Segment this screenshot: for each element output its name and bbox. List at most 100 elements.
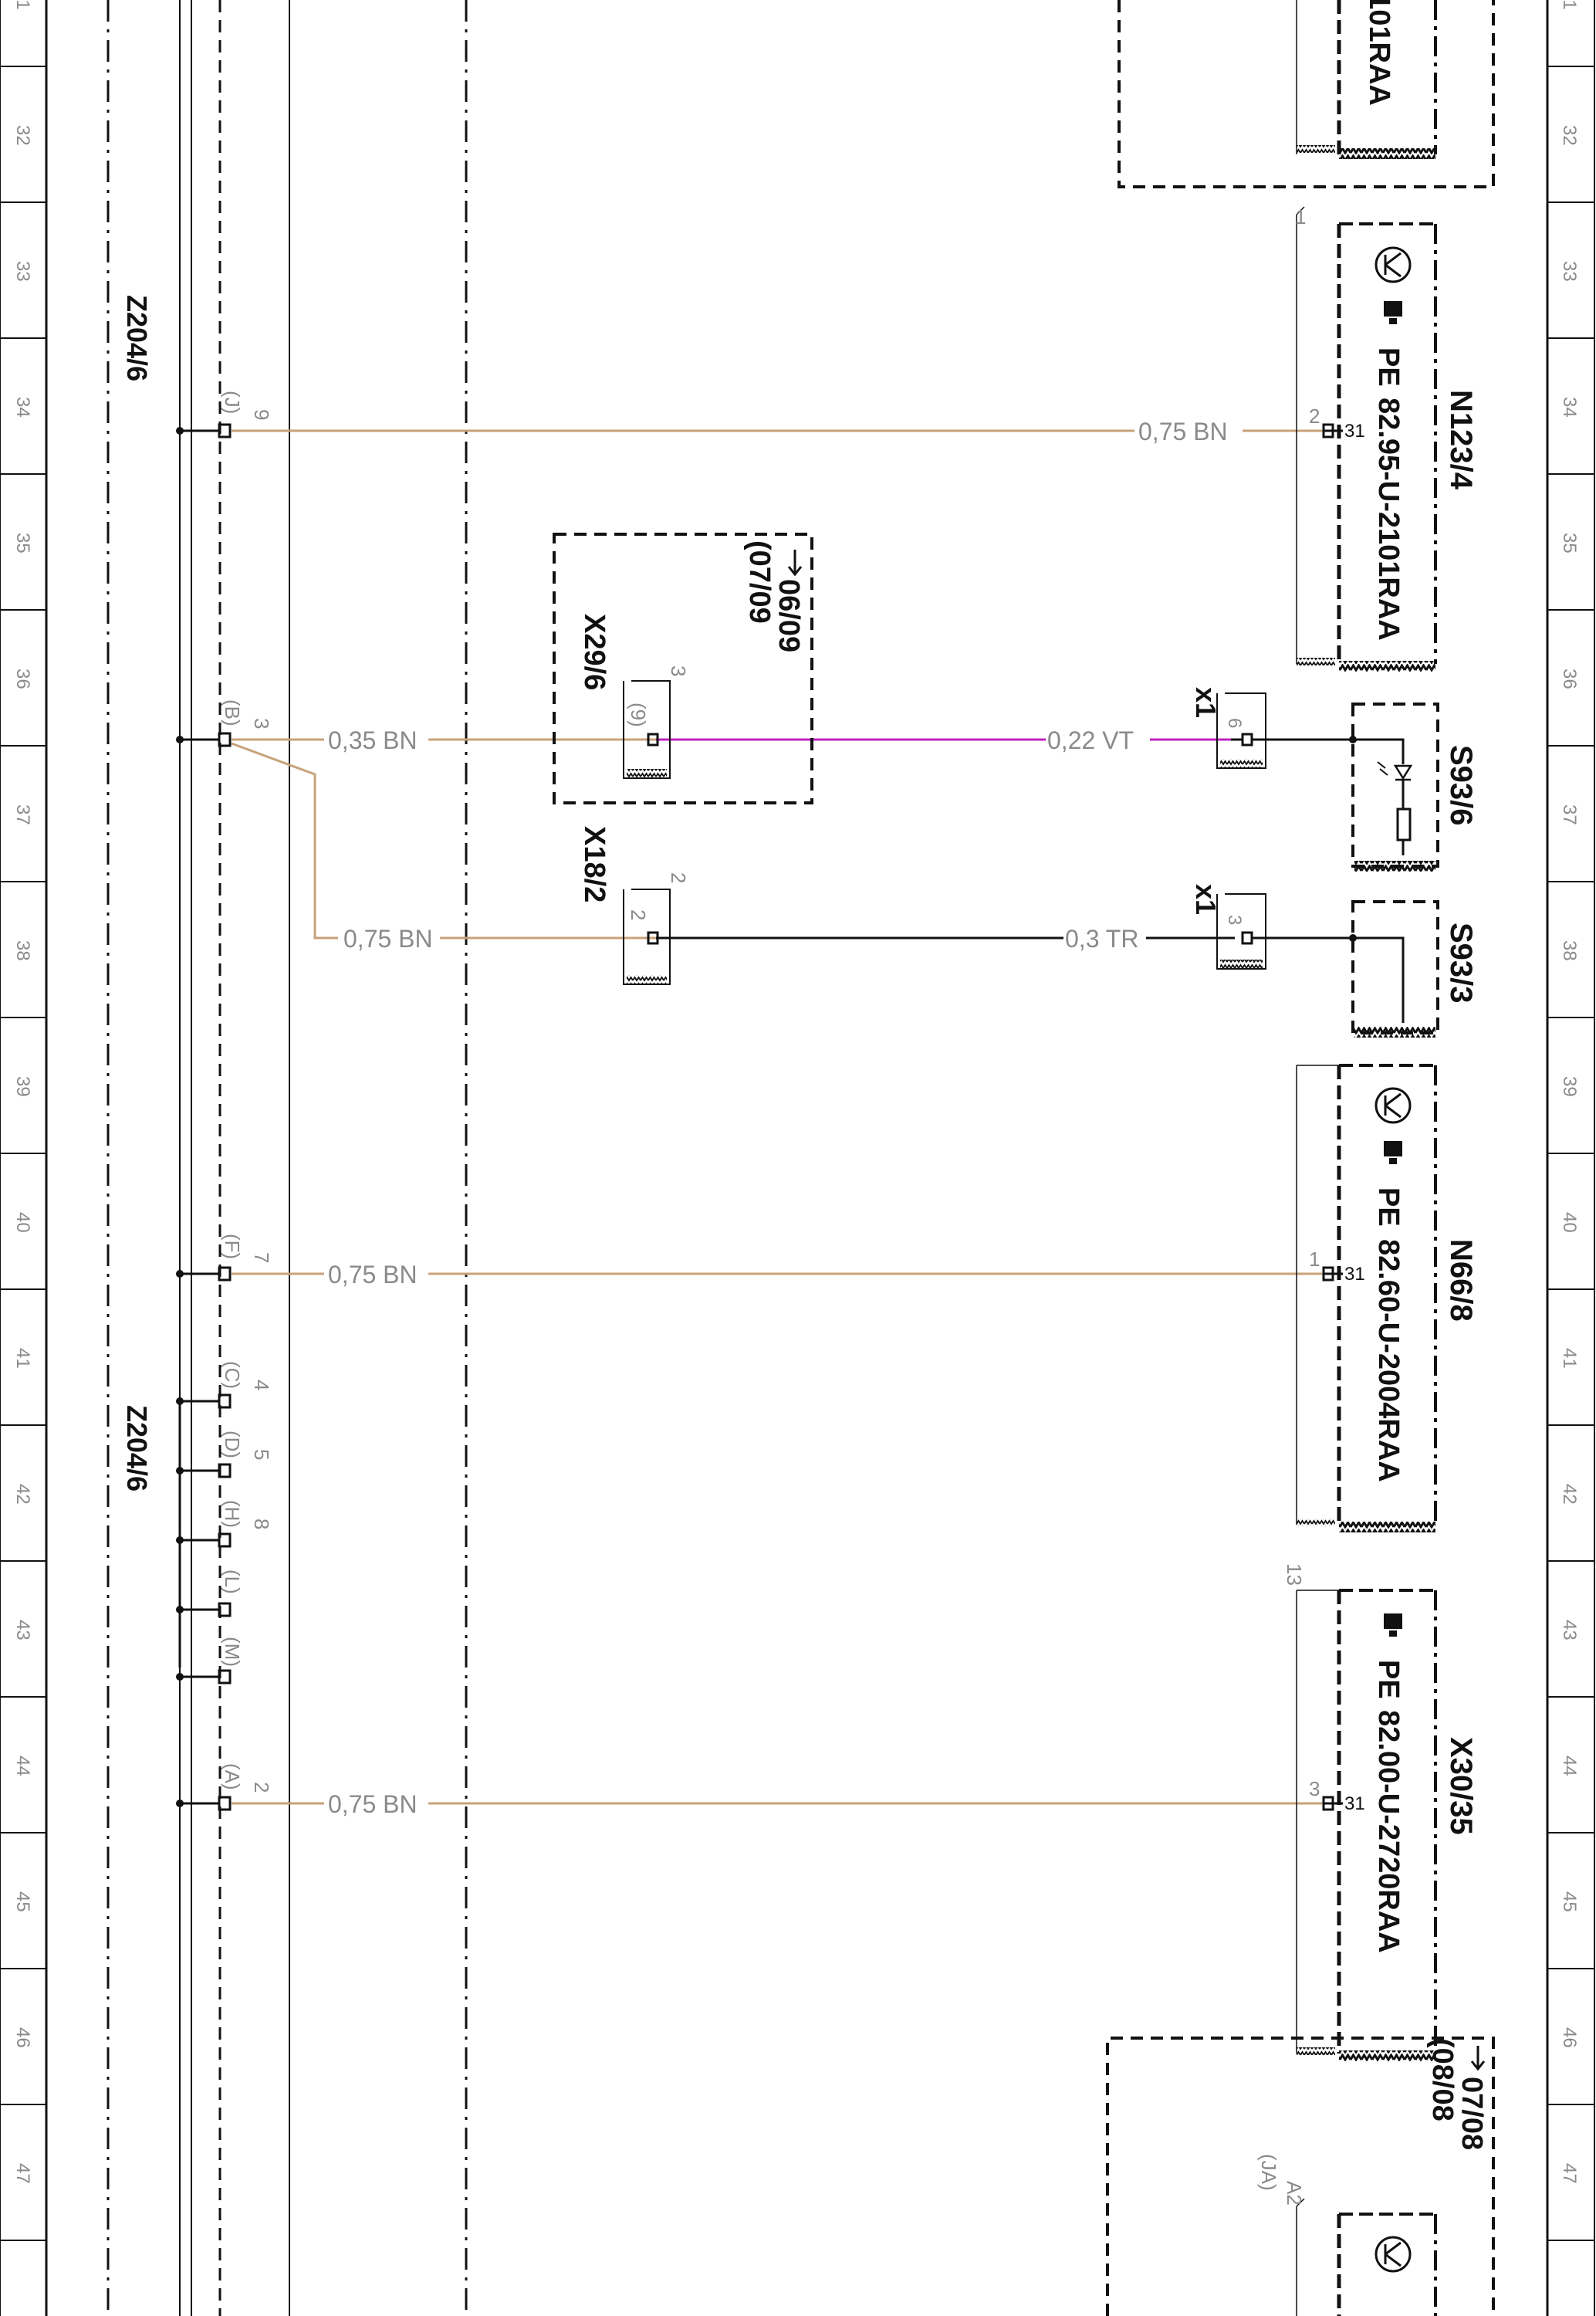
s93-3-id: S93/3: [1444, 923, 1478, 1004]
s93-3-pin: 3: [1224, 915, 1245, 925]
s93-3-conn: x1: [1190, 884, 1222, 915]
row-number-left: 43: [12, 1620, 33, 1640]
x30-pe: PE: [1372, 1660, 1405, 1699]
hand-icon: [1384, 301, 1402, 324]
row-number-right: 42: [1559, 1484, 1580, 1505]
ground-pins: (J)9(B)3(F)7(C)4(D)5(H)8(L)(M)(A)2: [176, 391, 273, 1811]
row-number-right: 38: [1559, 940, 1580, 961]
wire-label-b-left: 0,35 BN: [328, 726, 418, 754]
row-number-right: 41: [1559, 1348, 1580, 1369]
x18-pin-in: 2: [627, 909, 650, 920]
n66-ref: 82.60-U-2004RAA: [1372, 1239, 1405, 1482]
x29-pin-in: (9): [627, 703, 650, 727]
row-number-left: 40: [12, 1212, 33, 1233]
n66-id: N66/8: [1444, 1239, 1478, 1322]
ground-pin: (F)7: [176, 1234, 273, 1282]
n66-pin-side: 1: [1309, 1248, 1320, 1271]
ground-pin-number: 8: [250, 1519, 273, 1529]
wire-label-tr: 0,3 TR: [1065, 925, 1138, 953]
component-x30: [1296, 1589, 1437, 2061]
x18-id: X18/2: [578, 826, 610, 902]
s93-6-id: S93/6: [1444, 745, 1478, 826]
row-strip-right: 3132333435363738394041424344454647: [1546, 0, 1595, 2316]
row-number-left: 37: [12, 804, 33, 825]
row-number-right: 39: [1559, 1076, 1580, 1097]
n123-pe: PE: [1372, 347, 1405, 387]
n123-id: N123/4: [1444, 390, 1478, 490]
x18-pin-top: 2: [667, 872, 690, 883]
ground-pin: (J) 9: [176, 391, 273, 438]
row-number-left: 31: [12, 0, 33, 10]
ground-pin-code: (B): [221, 699, 244, 726]
wire-b-down: [231, 742, 656, 940]
ground-pin: (L): [176, 1569, 244, 1617]
bottom-box-pin-b: (JA): [1257, 2154, 1280, 2191]
ground-pin-code: (F): [221, 1234, 244, 1259]
arrow-down-icon: [1470, 2046, 1486, 2071]
row-number-right: 44: [1559, 1756, 1580, 1776]
ground-pin: (A) 2: [176, 1763, 273, 1811]
component-bottom-box: [1106, 2037, 1495, 2316]
wire-label-n66: 0,75 BN: [328, 1261, 418, 1288]
row-number-left: 41: [12, 1348, 33, 1369]
row-number-right: 33: [1559, 261, 1580, 282]
row-number-left: 44: [12, 1756, 33, 1776]
transistor-icon: [1375, 2236, 1412, 2273]
n66-pin-in: 31: [1344, 1264, 1365, 1285]
ground-pin-code: (A): [221, 1763, 244, 1790]
component-x18: [623, 889, 671, 985]
row-number-right: 46: [1559, 2027, 1580, 2048]
row-number-right: 31: [1559, 0, 1580, 10]
ground-pin-code: (J): [221, 391, 244, 414]
n123-pin-side: 2: [1309, 405, 1320, 428]
transistor-icon: [1375, 246, 1412, 283]
hand-icon: [1384, 1613, 1402, 1637]
row-number-left: 38: [12, 940, 33, 961]
row-number-right: 40: [1559, 1212, 1580, 1233]
ground-pin-number: 2: [250, 1782, 273, 1793]
row-number-left: 42: [12, 1484, 33, 1505]
row-number-right: 34: [1559, 397, 1580, 418]
row-number-right: 47: [1559, 2163, 1580, 2184]
x29-ref2: (07/09: [743, 540, 776, 624]
top-partial-ref: 2101RAA: [1363, 0, 1395, 106]
s93-6-pin: 6: [1224, 718, 1245, 728]
n123-pin-socket: [1322, 423, 1334, 438]
row-number-left: 36: [12, 669, 33, 689]
x29-ref1: 06/09: [773, 579, 805, 652]
row-number-left: 32: [12, 125, 33, 146]
bottom-box-ref1: 07/08: [1456, 2077, 1488, 2150]
row-number-right: 36: [1559, 669, 1580, 689]
x30-pin-in: 31: [1344, 1793, 1365, 1814]
transistor-icon: [1375, 1087, 1412, 1124]
row-number-right: 45: [1559, 1891, 1580, 1912]
led-icon: [1377, 761, 1388, 776]
ground-pin: (H)8: [176, 1500, 273, 1548]
ground-pin-number: 4: [250, 1380, 273, 1390]
row-number-left: 35: [12, 533, 33, 554]
row-number-left: 39: [12, 1076, 33, 1097]
n123-pin-outer: 1: [1295, 205, 1306, 229]
component-top-partial: [1118, 0, 1495, 188]
row-number-left: 45: [12, 1891, 33, 1912]
row-number-left: 34: [12, 397, 33, 418]
x29-id: X29/6: [578, 614, 610, 690]
wire-label-x30: 0,75 BN: [328, 1790, 418, 1818]
wire-label-vt: 0,22 VT: [1047, 726, 1134, 754]
n66-pe: PE: [1372, 1187, 1405, 1227]
ground-pin-code: (D): [221, 1431, 244, 1458]
wire-label-n123: 0,75 BN: [1138, 418, 1228, 445]
bottom-box-ref2: (08/08: [1426, 2038, 1459, 2121]
row-number-right: 37: [1559, 804, 1580, 825]
ground-strip-label-top: Z204/6: [121, 295, 153, 381]
wire-label-b-down: 0,75 BN: [343, 925, 433, 953]
n123-pin-in: 31: [1344, 421, 1365, 442]
row-number-right: 32: [1559, 125, 1580, 146]
ground-pin-number: 5: [250, 1449, 273, 1460]
ground-pin-number: 9: [250, 409, 273, 420]
row-strip-left: 3132333435363738394041424344454647: [0, 0, 48, 2316]
component-n123: [1296, 206, 1437, 672]
arrow-down-icon: [787, 550, 803, 577]
component-n66: [1296, 1064, 1437, 1532]
